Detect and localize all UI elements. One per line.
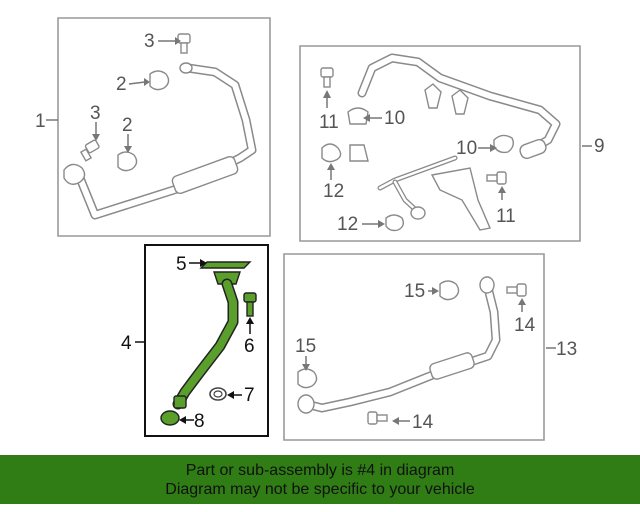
callout-12-lower: 12 (337, 214, 358, 235)
callout-14-lower: 14 (412, 412, 434, 433)
callout-9: 9 (594, 136, 605, 157)
seal-icon (160, 410, 180, 426)
gasket-icon (199, 261, 252, 269)
bolt-6-icon (243, 292, 257, 303)
callout-10-right: 10 (456, 138, 477, 159)
callout-2: 2 (116, 74, 127, 95)
callout-15: 15 (404, 281, 425, 302)
callout-12: 12 (323, 181, 344, 202)
group-4-panel (144, 244, 269, 437)
callout-8: 8 (194, 411, 205, 432)
callout-13: 13 (556, 339, 577, 360)
callout-14: 14 (514, 315, 536, 336)
group-9-panel (299, 45, 581, 242)
callout-2-lower: 2 (122, 115, 133, 136)
callout-10: 10 (384, 108, 405, 129)
callout-6: 6 (244, 336, 255, 357)
callout-7: 7 (244, 385, 255, 406)
callout-1: 1 (35, 111, 46, 132)
clip-icon (149, 70, 170, 91)
callout-4: 4 (121, 333, 132, 354)
group-1-panel (57, 17, 271, 237)
callout-11-lower: 11 (496, 206, 516, 227)
info-banner: Part or sub-assembly is #4 in diagram Di… (0, 455, 640, 504)
callout-3: 3 (144, 31, 155, 52)
callout-15-left: 15 (295, 336, 316, 357)
callout-5: 5 (176, 254, 187, 275)
banner-line-2: Diagram may not be specific to your vehi… (165, 481, 475, 498)
group-13-panel (283, 253, 545, 441)
callout-3-lower: 3 (90, 103, 101, 124)
callout-11: 11 (319, 112, 339, 133)
banner-line-1: Part or sub-assembly is #4 in diagram (185, 462, 455, 479)
parts-diagram: 1 3 2 3 2 9 (35, 17, 605, 441)
